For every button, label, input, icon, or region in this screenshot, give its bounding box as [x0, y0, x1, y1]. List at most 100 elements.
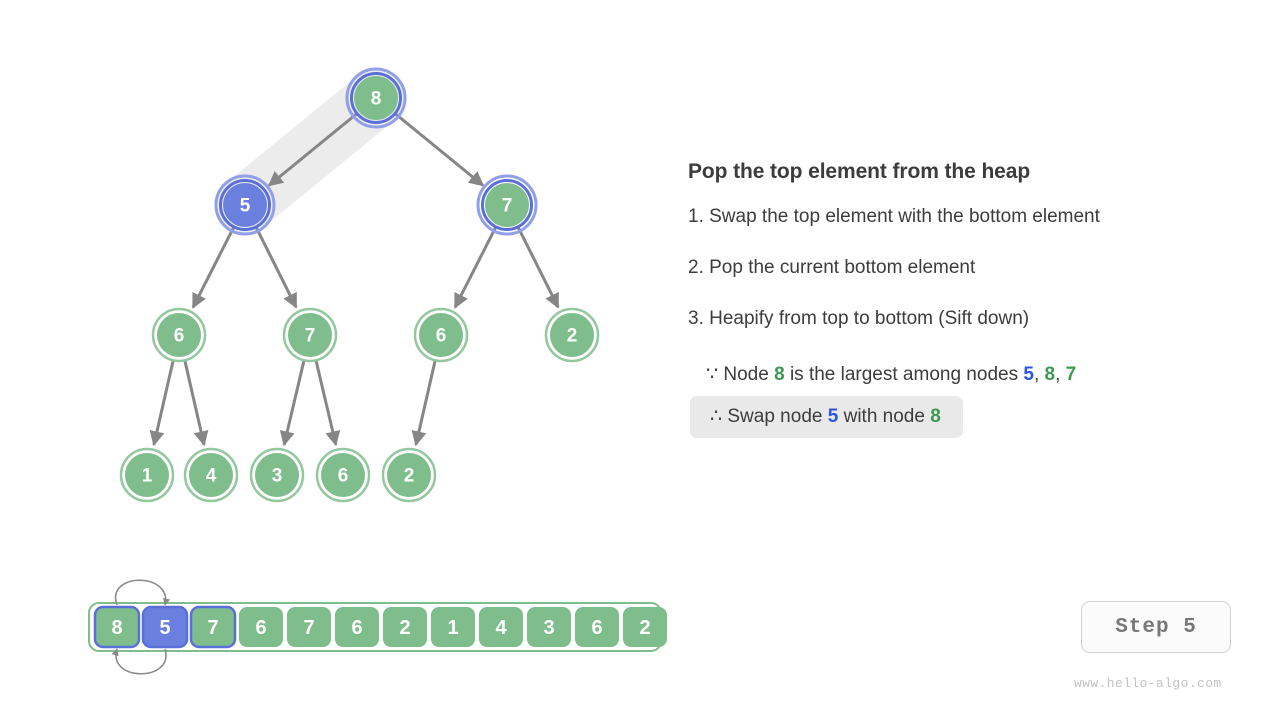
conclusion-middle: with node: [843, 406, 925, 427]
tree-node-value: 1: [142, 466, 153, 487]
array-cell: 2: [383, 607, 427, 647]
tree-node: 7: [476, 174, 538, 236]
tree-edge: [453, 226, 498, 309]
therefore-symbol: ∴: [710, 406, 723, 427]
array-cell-box: [239, 607, 283, 647]
swap-arrows: [111, 579, 171, 675]
array-cell-value: 6: [591, 617, 602, 639]
tree-node-value: 8: [371, 89, 382, 110]
tree-edge: [183, 359, 209, 447]
array-cell-value: 7: [303, 617, 314, 639]
reason-sep-1: ,: [1033, 364, 1045, 385]
tree-node: 3: [249, 447, 305, 503]
conclusion-to-value: 8: [930, 406, 941, 427]
array-cell-value: 7: [207, 617, 218, 639]
because-symbol: ∵: [706, 364, 719, 385]
array-cell: 5: [141, 605, 189, 649]
tree-node: 7: [282, 307, 338, 363]
tree-node-value: 2: [404, 466, 415, 487]
array-cell: 8: [93, 605, 141, 649]
tree-node-value: 6: [174, 326, 185, 347]
array-cell-value: 3: [543, 617, 554, 639]
tree-node-layer: 8 5 7 6 7 6 2 1 4 3 6 2: [119, 67, 600, 503]
array-cell: 6: [239, 607, 283, 647]
step-instruction-1: 1. Swap the top element with the bottom …: [688, 206, 1100, 227]
tree-node-value: 6: [338, 466, 349, 487]
tree-node: 2: [544, 307, 600, 363]
array-cell: 4: [479, 607, 523, 647]
array-cell-box: [431, 607, 475, 647]
reason-node-value: 8: [774, 364, 785, 385]
reason-prefix: Node: [723, 364, 769, 385]
tree-node: 6: [315, 447, 371, 503]
page-title: Pop the top element from the heap: [688, 160, 1031, 183]
array-cell-value: 2: [399, 617, 410, 639]
array-cell: 6: [335, 607, 379, 647]
tree-node: 5: [214, 174, 276, 236]
tree-edge: [191, 226, 236, 309]
tree-node-value: 6: [436, 326, 447, 347]
array-cell-box: [189, 605, 237, 649]
array-cell-box: [141, 605, 189, 649]
tree-edge: [314, 358, 341, 447]
conclusion-from-value: 5: [827, 406, 839, 427]
step-badge: Step 5: [1081, 601, 1231, 653]
array-cell-value: 8: [111, 617, 122, 639]
reason-line: ∵ Node 8 is the largest among nodes 5, 8…: [688, 359, 1248, 390]
step-instruction-3: 3. Heapify from top to bottom (Sift down…: [688, 308, 1030, 329]
tree-edge: [279, 358, 306, 447]
reason-candidate-2: 8: [1044, 364, 1056, 385]
reason-middle: is the largest among nodes: [789, 364, 1019, 385]
tree-node: 1: [119, 447, 175, 503]
tree-edge: [149, 359, 175, 447]
tree-edge: [254, 226, 298, 309]
reason-candidate-1: 5: [1023, 364, 1034, 385]
tree-node: 8: [345, 67, 407, 129]
array-cell: 2: [623, 607, 667, 647]
array-cell-value: 5: [159, 617, 170, 639]
array-cell-value: 1: [447, 617, 458, 639]
watermark: www.hello-algo.com: [1074, 676, 1222, 691]
array-cell: 3: [527, 607, 571, 647]
tree-edge-layer: [149, 112, 560, 447]
tree-node-value: 2: [567, 326, 578, 347]
array-cell-value: 4: [495, 617, 507, 639]
tree-edge: [411, 359, 437, 447]
conclusion-prefix: Swap node: [727, 406, 823, 427]
array-cell-box: [527, 607, 571, 647]
tree-node-value: 7: [305, 326, 316, 347]
tree-node: 6: [151, 307, 207, 363]
tree-edge: [267, 112, 358, 187]
tree-node-value: 7: [502, 196, 513, 217]
step-instruction-2: 2. Pop the current bottom element: [688, 257, 976, 278]
array-cell: 6: [575, 607, 619, 647]
array-cell-box: [335, 607, 379, 647]
tree-node-value: 3: [272, 466, 283, 487]
tree-node: 2: [381, 447, 437, 503]
tree-node: 4: [183, 447, 239, 503]
reason-candidate-3: 7: [1065, 364, 1077, 385]
array-cell-box: [287, 607, 331, 647]
swap-arrow-backward: [111, 648, 167, 675]
explanation-panel: Pop the top element from the heap 1. Swa…: [688, 160, 1248, 438]
array-cell-box: [575, 607, 619, 647]
tree-node: 6: [413, 307, 469, 363]
array-cell-box: [623, 607, 667, 647]
array-cell-box: [479, 607, 523, 647]
tree-edge: [394, 112, 485, 187]
tree-node-value: 4: [206, 466, 217, 487]
reason-sep-2: ,: [1055, 364, 1066, 385]
array-cell: 7: [189, 605, 237, 649]
swap-arrow-forward: [114, 579, 171, 606]
array-cell-value: 2: [639, 617, 650, 639]
conclusion-line: ∴ Swap node 5 with node 8: [690, 396, 963, 438]
array-cell: 7: [287, 607, 331, 647]
array-cell: 1: [431, 607, 475, 647]
array-cell-box: [93, 605, 141, 649]
tree-node-value: 5: [240, 196, 251, 217]
array-cell-box: [383, 607, 427, 647]
array-cell-value: 6: [351, 617, 362, 639]
